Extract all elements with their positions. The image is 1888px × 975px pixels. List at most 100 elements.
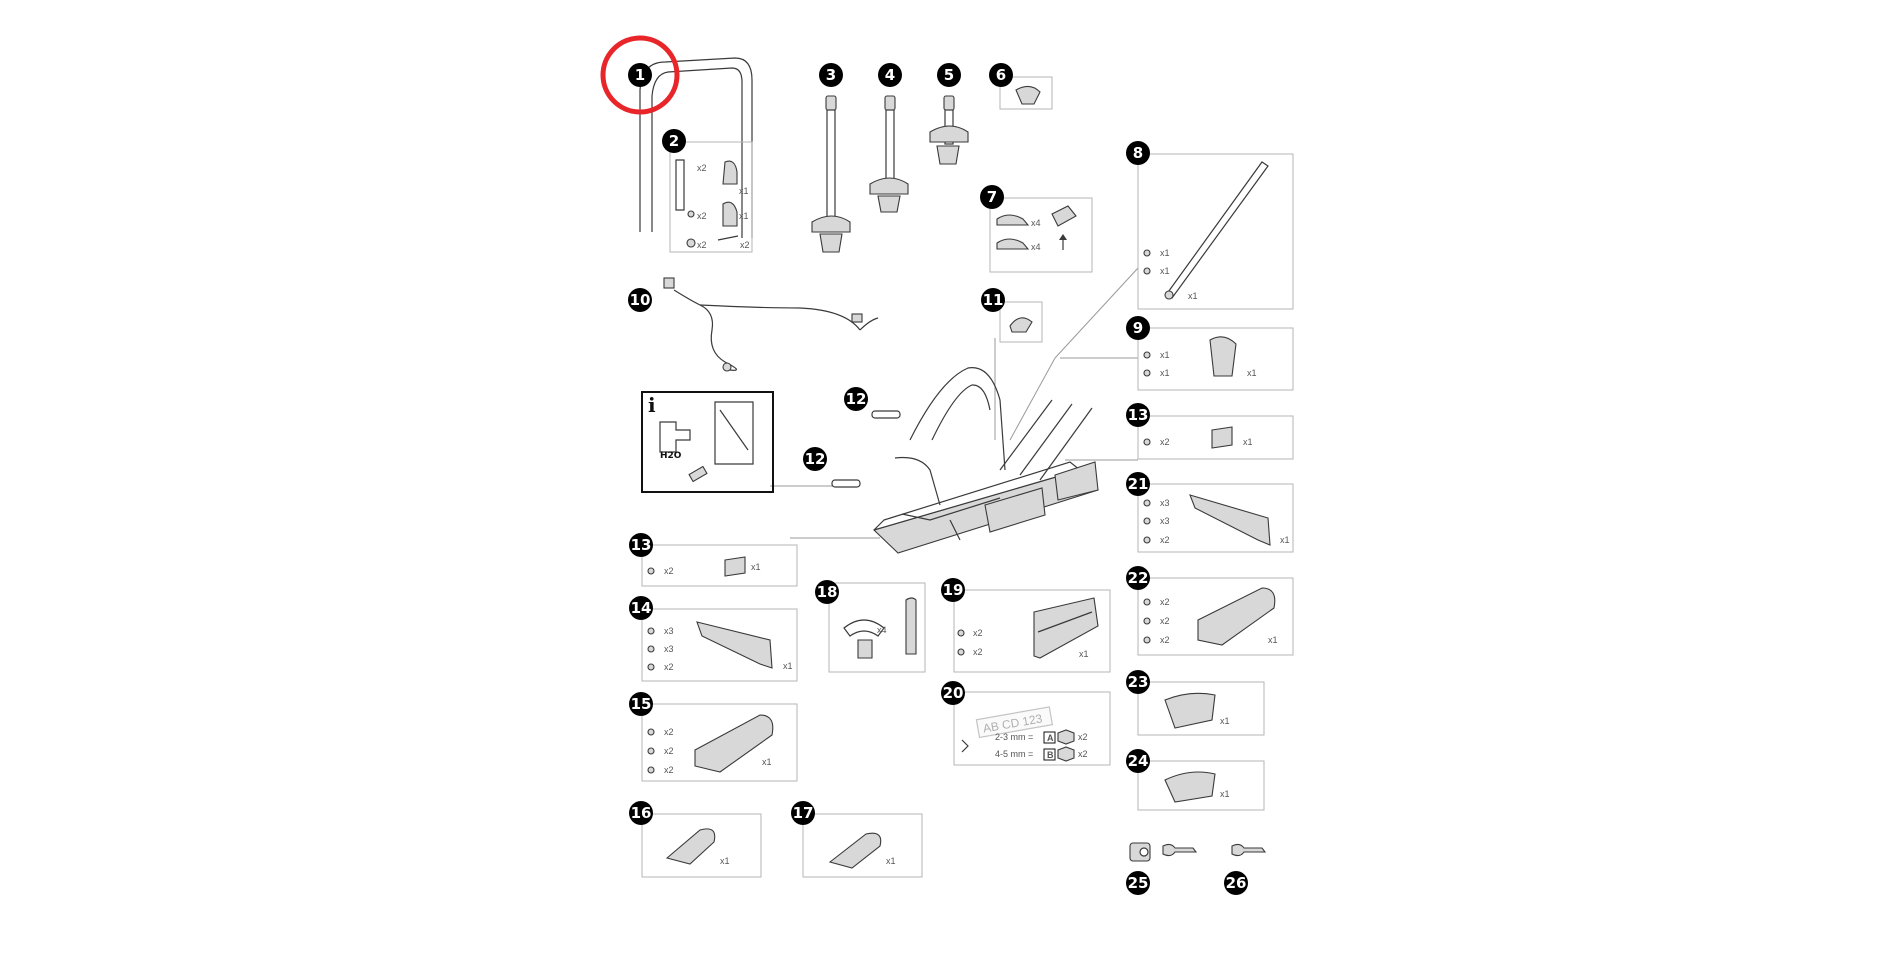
- badge-1: 1: [628, 63, 652, 87]
- qty-label: x4: [1031, 242, 1041, 252]
- qty-label: x1: [1243, 437, 1253, 447]
- qty-label: x3: [664, 644, 674, 654]
- part-25-lock-and-key: [1129, 842, 1198, 862]
- qty-label: x1: [886, 856, 896, 866]
- svg-text:2: 2: [669, 132, 679, 150]
- svg-text:13: 13: [1128, 406, 1149, 424]
- qty-label: x2: [697, 211, 707, 221]
- badge-9: 9: [1126, 316, 1150, 340]
- svg-text:24: 24: [1128, 752, 1149, 770]
- badge-2: 2: [662, 129, 686, 153]
- badge-23: 23: [1126, 670, 1150, 694]
- spacer-size-label: 4-5 mm =: [995, 749, 1033, 759]
- qty-label: x4: [877, 625, 887, 635]
- part-17-cover: x1: [802, 813, 923, 878]
- qty-label: x1: [1280, 535, 1290, 545]
- badge-18: 18: [815, 580, 839, 604]
- number-badges: 1 2 3 4 5 6 7 8 9 10 11 12 12 13 13 14 1…: [628, 63, 1248, 895]
- qty-label: x3: [664, 626, 674, 636]
- badge-8: 8: [1126, 141, 1150, 165]
- qty-label: x1: [1268, 635, 1278, 645]
- qty-label: x1: [1220, 716, 1230, 726]
- qty-label: x1: [739, 186, 749, 196]
- qty-label: x2: [664, 746, 674, 756]
- qty-label: x2: [1078, 732, 1088, 742]
- qty-label: x2: [697, 240, 707, 250]
- badge-13-right: 13: [1126, 403, 1150, 427]
- part-16-cover: x1: [641, 813, 762, 878]
- badge-20: 20: [941, 681, 965, 705]
- part-26-key: [1231, 843, 1267, 857]
- svg-text:6: 6: [996, 66, 1006, 84]
- badge-24: 24: [1126, 749, 1150, 773]
- svg-text:11: 11: [983, 291, 1004, 309]
- qty-label: x2: [664, 727, 674, 737]
- qty-label: x4: [1031, 218, 1041, 228]
- qty-label: x1: [739, 211, 749, 221]
- qty-label: x2: [1160, 597, 1170, 607]
- svg-text:8: 8: [1133, 144, 1143, 162]
- svg-text:12: 12: [846, 390, 867, 408]
- part-13-reflector-right: x2 x1: [1137, 415, 1294, 460]
- info-icon: i: [648, 393, 656, 417]
- svg-text:19: 19: [943, 581, 964, 599]
- svg-text:10: 10: [630, 291, 651, 309]
- svg-text:7: 7: [987, 188, 997, 206]
- svg-text:16: 16: [631, 804, 652, 822]
- part-20-plate-spacers: AB CD 123 2-3 mm = A x2 4-5 mm = B x2: [953, 691, 1111, 766]
- qty-label: x3: [1160, 516, 1170, 526]
- qty-label: x2: [664, 662, 674, 672]
- badge-4: 4: [878, 63, 902, 87]
- part-3-frame-holder: [811, 95, 851, 253]
- badge-13-left: 13: [629, 533, 653, 557]
- qty-label: x1: [762, 757, 772, 767]
- badge-17: 17: [791, 801, 815, 825]
- qty-label: x2: [1078, 749, 1088, 759]
- part-22-rear-light: x2 x2 x2 x1: [1137, 577, 1294, 656]
- qty-label: x1: [1220, 789, 1230, 799]
- qty-label: x2: [973, 628, 983, 638]
- part-11-clip: [999, 301, 1043, 343]
- spacer-key: B: [1047, 750, 1054, 760]
- qty-label: x1: [1079, 649, 1089, 659]
- qty-label: x2: [1160, 535, 1170, 545]
- part-10-cable: [663, 277, 879, 372]
- svg-text:14: 14: [631, 599, 652, 617]
- svg-text:5: 5: [944, 66, 954, 84]
- svg-text:22: 22: [1128, 569, 1149, 587]
- svg-text:13: 13: [631, 536, 652, 554]
- svg-text:18: 18: [817, 583, 838, 601]
- badge-10: 10: [628, 288, 652, 312]
- badge-25: 25: [1126, 871, 1150, 895]
- svg-text:9: 9: [1133, 319, 1143, 337]
- qty-label: x2: [664, 765, 674, 775]
- qty-label: x1: [1160, 266, 1170, 276]
- part-21-light-bracket: x3 x3 x2 x1: [1137, 483, 1294, 553]
- badge-6: 6: [989, 63, 1013, 87]
- part-7-clamps: x4 x4: [989, 197, 1093, 273]
- part-9-buckle: x1 x1 x1: [1137, 327, 1294, 391]
- svg-text:20: 20: [943, 684, 964, 702]
- qty-label: x2: [740, 240, 750, 250]
- qty-label: x1: [1247, 368, 1257, 378]
- svg-text:4: 4: [885, 66, 895, 84]
- badge-14: 14: [629, 596, 653, 620]
- qty-label: x2: [697, 163, 707, 173]
- qty-label: x1: [1188, 291, 1198, 301]
- svg-text:26: 26: [1226, 874, 1247, 892]
- part-19-plate-holder: x2 x2 x1: [953, 589, 1111, 673]
- highlight-circle: [600, 35, 680, 115]
- info-box: i H2O: [641, 391, 774, 493]
- part-18-clips: x4: [828, 582, 926, 673]
- qty-label: x2: [1160, 437, 1170, 447]
- badge-16: 16: [629, 801, 653, 825]
- badge-7: 7: [980, 185, 1004, 209]
- badge-11: 11: [981, 288, 1005, 312]
- qty-label: x1: [720, 856, 730, 866]
- qty-label: x2: [1160, 616, 1170, 626]
- part-2-hardware: x2 x1 x1 x2 x2 x2: [669, 141, 753, 253]
- badge-19: 19: [941, 578, 965, 602]
- qty-label: x1: [783, 661, 793, 671]
- qty-label: x1: [1160, 350, 1170, 360]
